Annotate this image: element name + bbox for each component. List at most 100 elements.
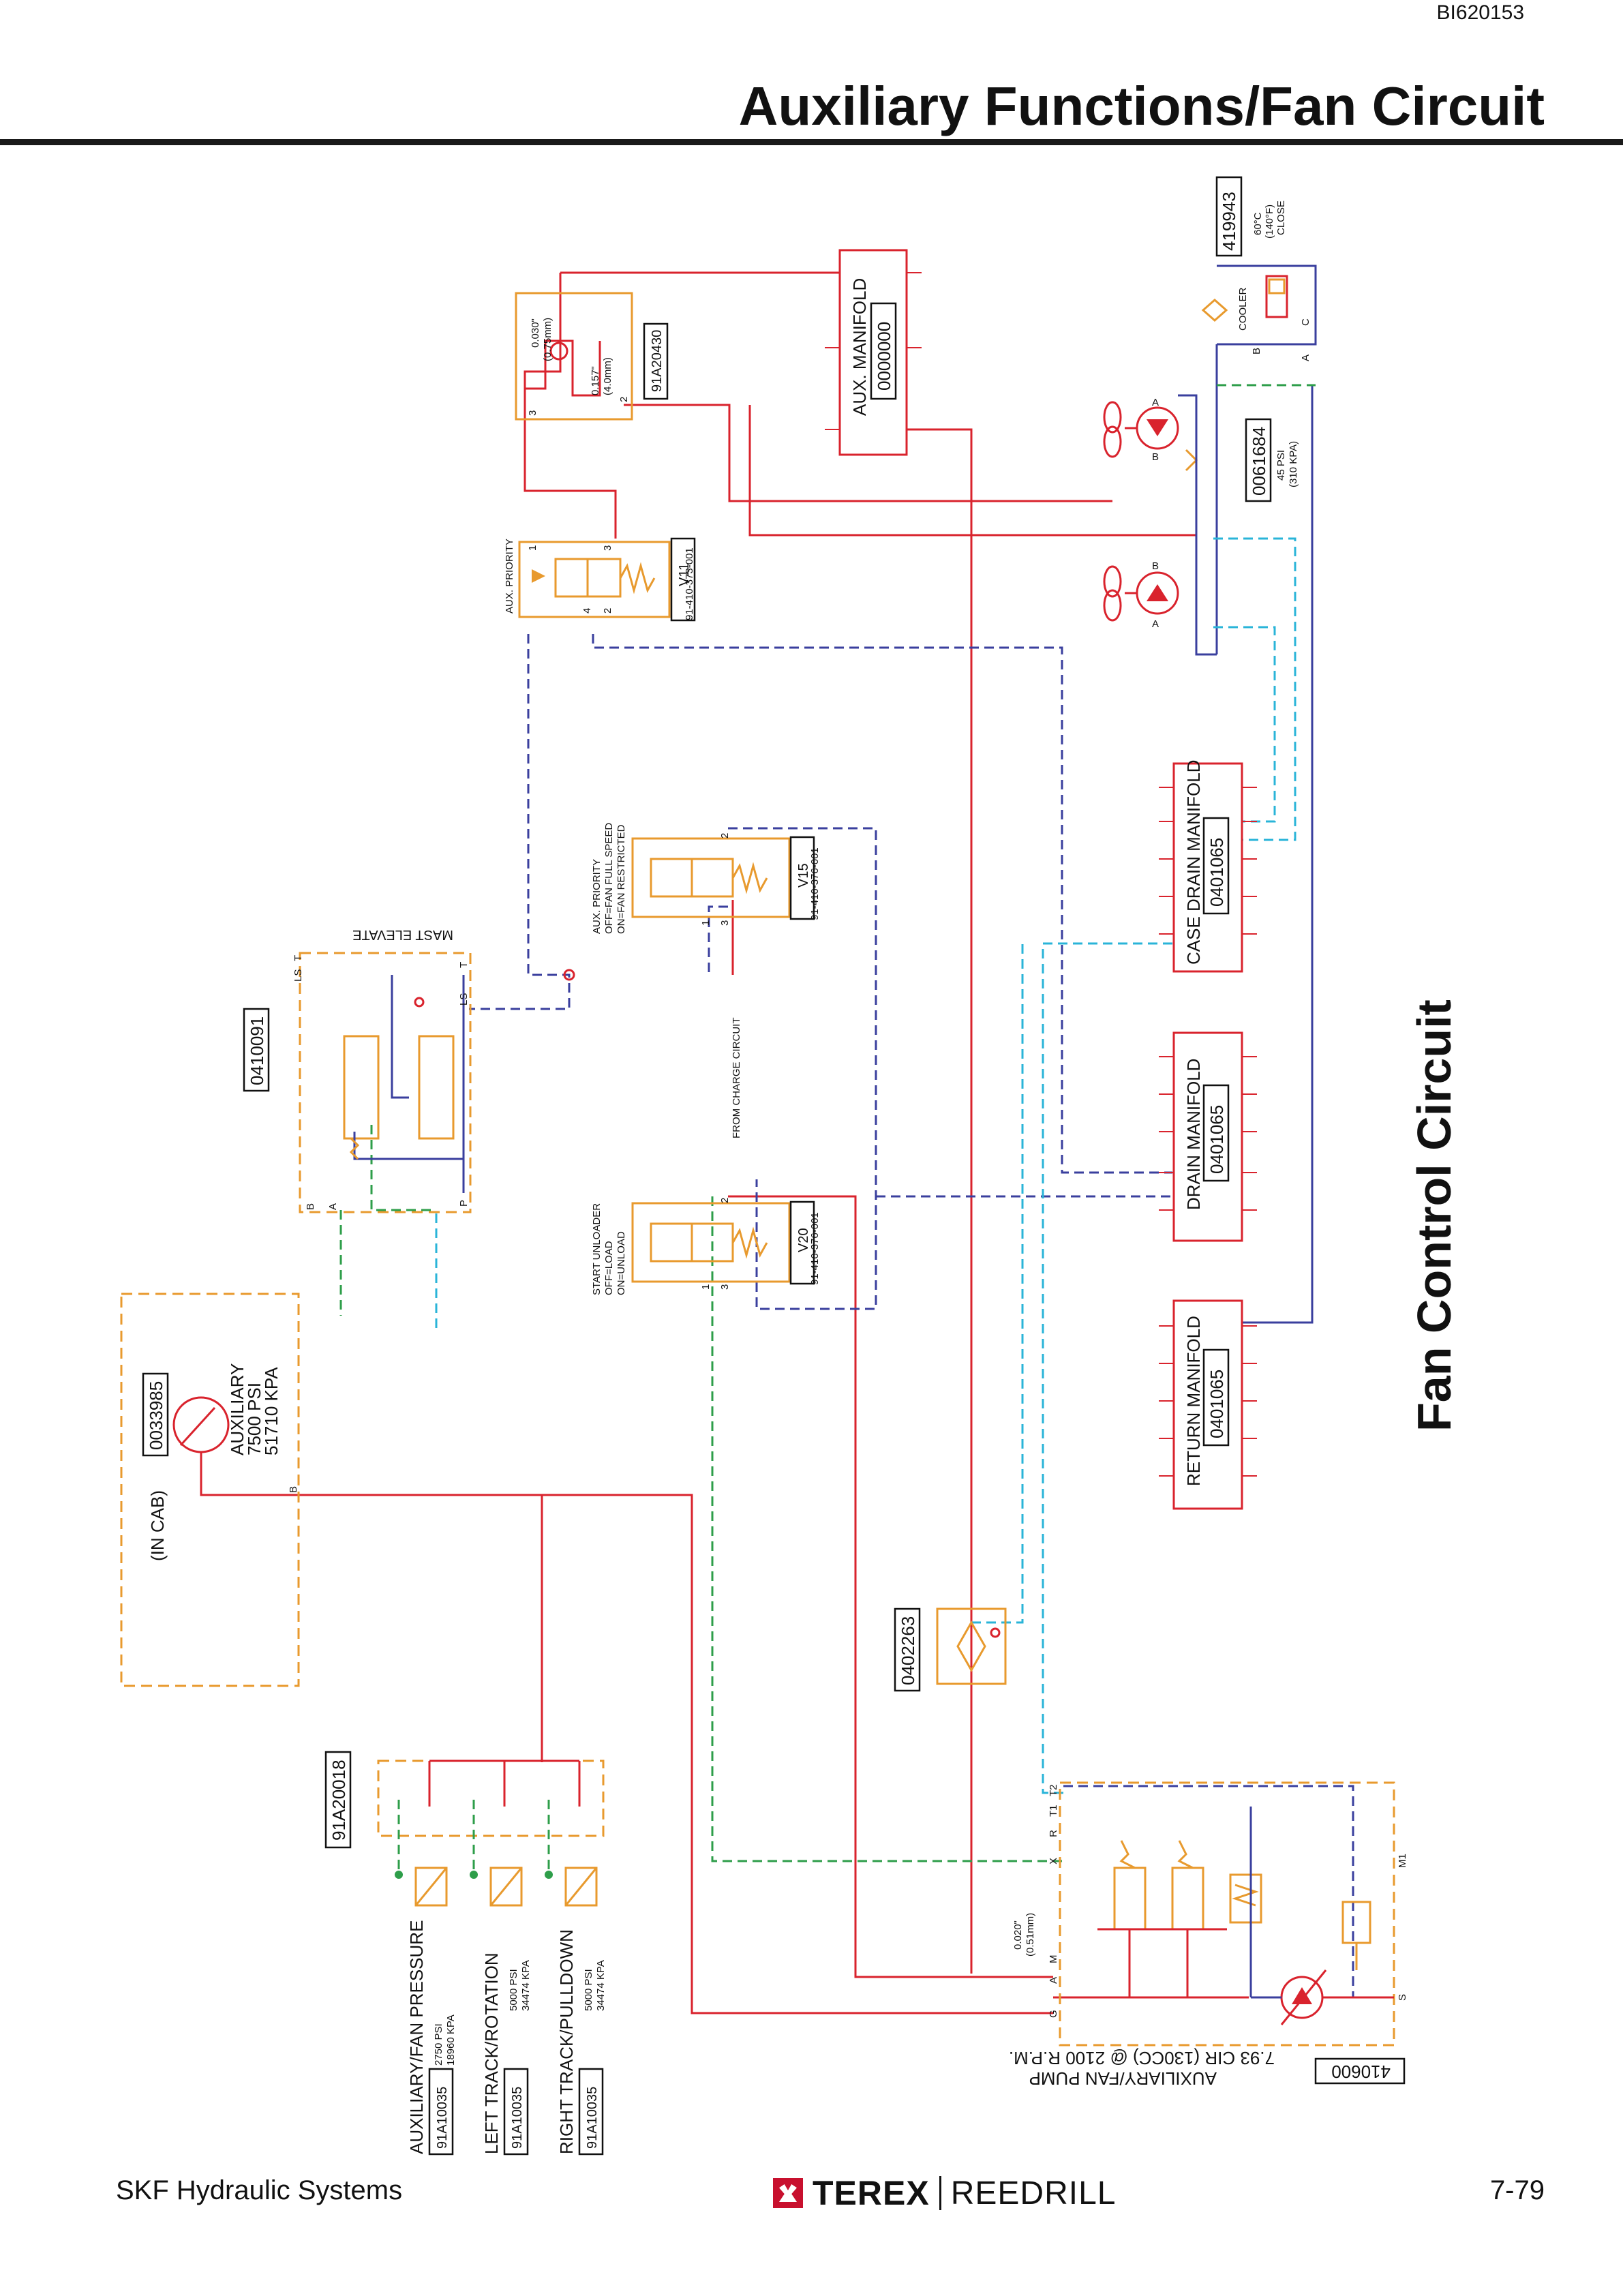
cooler-frame (1217, 265, 1317, 346)
schematic: .pr { stroke:#d9232d; stroke-width:3; fi… (120, 176, 1461, 2156)
v15-spring (731, 862, 768, 894)
drain-manifold (1172, 1031, 1243, 1242)
pressure-line-aux-manifold-right (907, 428, 973, 1974)
document-id: BI620153 (1436, 1, 1524, 24)
v11-label: AUX. PRIORITY (504, 539, 515, 614)
gauge-needle (179, 1406, 216, 1447)
fan-motor-upper-port-a: A (1152, 397, 1159, 408)
cooler-thermostat-head (1268, 278, 1286, 294)
fan-motor-lower-port-b: B (1152, 560, 1159, 572)
gauge-pressure-kpa: 51710 KPA (261, 1367, 282, 1455)
drain-manifold-label: DRAIN MANIFOLD (1183, 1059, 1204, 1210)
mast-port-p: P (458, 1200, 470, 1207)
v15-port-1: 1 (700, 920, 712, 926)
pressure-line-gauge (200, 1452, 1053, 2014)
pilot-line-v11-to-mast (469, 634, 571, 1010)
v11-solenoid (532, 569, 545, 583)
filter-part-box (894, 1607, 921, 1692)
cooler-state: CLOSE (1275, 200, 1287, 235)
cooler-symbol (1201, 298, 1228, 322)
gauge-part-box (142, 1372, 169, 1457)
pressure-switches (414, 1867, 598, 1907)
section-title: Fan Control Circuit (1408, 999, 1461, 1432)
cooler-part-box (1215, 176, 1243, 257)
pressure-line-orifice-left (524, 273, 617, 539)
switch-3-part: 91A10035 (585, 2087, 600, 2149)
aux-manifold-part: 0000000 (874, 322, 894, 391)
mast-port-ls-right: LS (458, 993, 470, 1006)
v15-label-2: OFF=FAN FULL SPEED (603, 823, 615, 934)
check-valve-part: 0061684 (1249, 427, 1269, 496)
return-manifold-part-box (1202, 1348, 1230, 1447)
v15-label-1: AUX. PRIORITY (591, 859, 603, 934)
pump-compensators (1097, 1840, 1262, 1997)
aux-manifold (838, 249, 908, 456)
orifice-block-internal (525, 339, 601, 397)
v20-port-1: 1 (700, 1284, 712, 1290)
mast-part-box (243, 1008, 270, 1092)
manifold-ports (1159, 787, 1257, 1477)
pump-port-a: A (1048, 1977, 1059, 1984)
cooler-label: COOLER (1237, 287, 1249, 331)
pump-part-box (1314, 2057, 1406, 2085)
v11-port-1: 1 (527, 545, 539, 551)
switch-2-part: 91A10035 (510, 2087, 525, 2149)
switch-1-part-box (428, 2068, 454, 2156)
drain-manifold-part-box (1202, 1084, 1230, 1182)
pump-symbol (1249, 1807, 1394, 2025)
orifice-port-2: 2 (618, 397, 630, 402)
pilot-line-return-manifold (1242, 385, 1314, 1324)
v11-part: 91-410-373-001 (684, 547, 695, 620)
v11-id-box (670, 537, 696, 622)
return-line-mast-2 (370, 1125, 436, 1211)
mast-port-ls-left: LS (292, 969, 304, 982)
orifice-block-part: 91A20430 (650, 330, 665, 392)
pump-port-g: G (1048, 2010, 1059, 2018)
return-line-v20-pump (711, 1196, 1063, 1862)
mast-check (414, 997, 425, 1008)
switch-block-lines (395, 1759, 581, 1879)
v11-spring (619, 562, 656, 594)
filter-bypass (990, 1627, 1001, 1638)
orifice-2-metric: (4.0mm) (602, 357, 613, 395)
case-drain-manifold-label: CASE DRAIN MANIFOLD (1183, 760, 1204, 965)
pump-port-r: R (1048, 1830, 1059, 1837)
pump-port-s: S (1397, 1994, 1408, 2001)
v20-port-3: 3 (719, 1284, 731, 1290)
footer-publisher: SKF Hydraulic Systems (116, 2175, 403, 2205)
pump-block (1059, 1781, 1395, 2046)
filter-block (936, 1607, 1007, 1685)
cooler-port-b: B (1251, 348, 1262, 354)
orifice-block (515, 292, 633, 421)
pilot-line-v15 (728, 827, 877, 1310)
v15-port-2: 2 (719, 833, 731, 839)
v20-body (631, 1202, 791, 1283)
gauge-part: 0033985 (146, 1381, 166, 1450)
page-number: 7-79 (1489, 2175, 1545, 2205)
v15-label-3: ON=FAN RESTRICTED (616, 824, 627, 934)
v11-body (518, 541, 671, 618)
switch-3-pressure: 5000 PSI (583, 1969, 594, 2011)
v20-id-box (789, 1200, 815, 1285)
cooler-port-a: A (1300, 354, 1311, 361)
gauge-pressure: 7500 PSI (244, 1383, 264, 1455)
page-title: Auxiliary Functions/Fan Circuit (738, 76, 1545, 136)
filter-part: 0402263 (898, 1616, 918, 1685)
v20-label-2: OFF=LOAD (603, 1241, 615, 1295)
pilot-line-v15-lower (708, 905, 728, 975)
gauge-port: B (288, 1486, 299, 1493)
v15-port-3: 3 (719, 920, 731, 926)
switch-3-part-box (578, 2068, 604, 2156)
drain-line-filter (971, 943, 1024, 1624)
filter-element (956, 1620, 986, 1673)
switch-3-label: RIGHT TRACK/PULLDOWN (556, 1929, 577, 2154)
pump-label-1: AUXILIARY/FAN PUMP (1029, 2068, 1217, 2089)
orifice-1-size: 0.030" (530, 318, 541, 348)
from-charge-circuit: FROM CHARGE CIRCUIT (731, 1018, 742, 1139)
check-valve-pressure: 45 PSI (1275, 450, 1287, 481)
cooler-thermostat (1265, 275, 1288, 318)
mast-port-t-right: T (458, 962, 470, 968)
pump-port-x: X (1048, 1858, 1059, 1864)
orifice-check (549, 342, 568, 361)
case-drain-manifold (1172, 762, 1243, 973)
